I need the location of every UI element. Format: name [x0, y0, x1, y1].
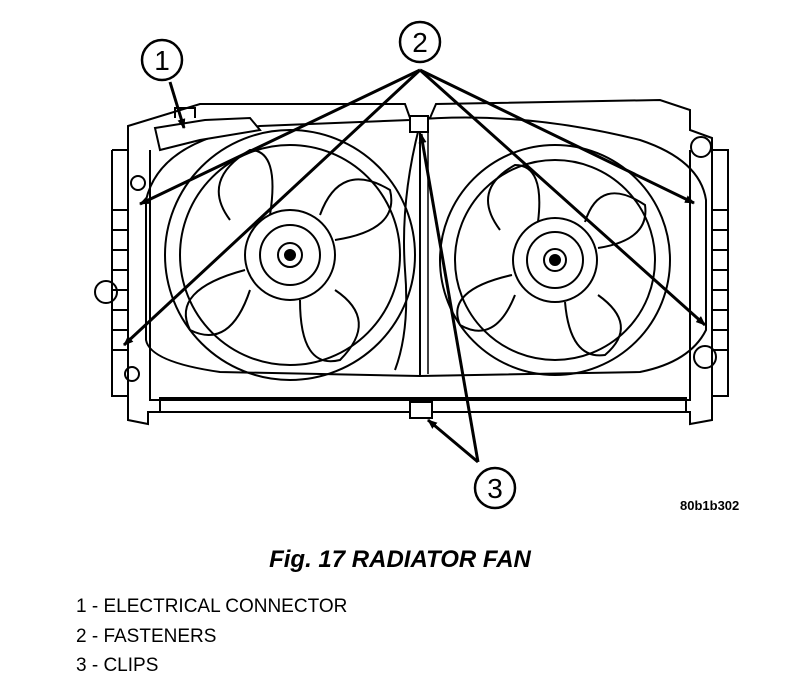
callout-3-number: 3 [487, 473, 503, 504]
callout-2: 2 [398, 20, 442, 64]
figure-code: 80b1b302 [680, 498, 740, 513]
right-fan [439, 144, 671, 376]
legend-item: 1 - ELECTRICAL CONNECTOR [76, 596, 348, 617]
leader-lines [122, 68, 707, 464]
figure-caption: Fig. 17 RADIATOR FAN [269, 546, 531, 573]
clips [409, 115, 433, 419]
radiator-fan-diagram: 1 2 3 [94, 20, 729, 510]
callout-1: 1 [140, 38, 184, 82]
legend-item: 2 - FASTENERS [76, 625, 217, 647]
callout-1-number: 1 [154, 45, 170, 76]
callout-2-number: 2 [412, 27, 428, 58]
legend-item: 3 - CLIPS [76, 655, 159, 676]
callout-3: 3 [473, 466, 517, 510]
legend-list: 1 - ELECTRICAL CONNECTOR 2 - FASTENERS 3… [76, 592, 347, 681]
left-fan [164, 129, 416, 381]
